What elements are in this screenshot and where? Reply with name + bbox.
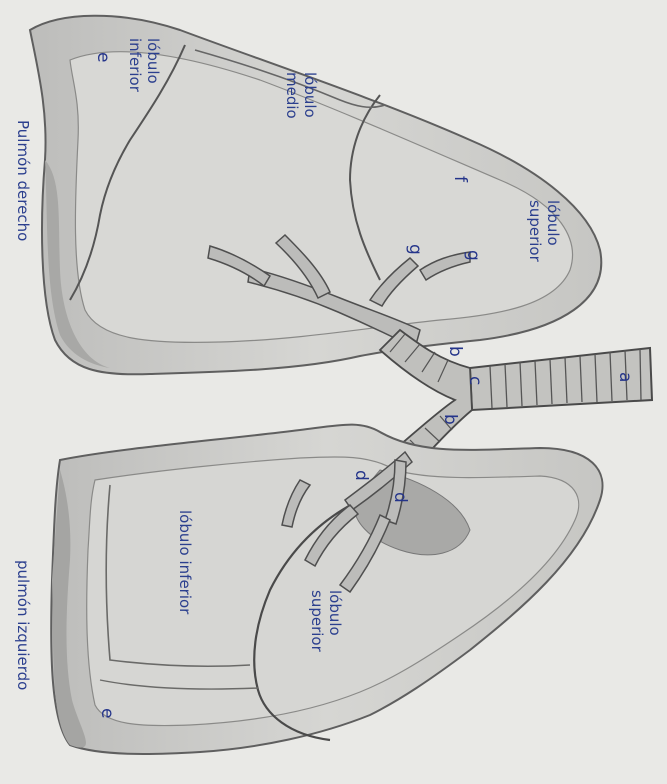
marker-g-2: g [463,250,483,261]
trachea [380,330,652,462]
right-superior-lobe-label-1: lóbulo [544,200,562,246]
right-lung-title: Pulmón derecho [14,120,32,241]
right-lung [30,16,601,375]
marker-d-left-2: d [390,492,410,503]
marker-g-1: g [405,244,425,255]
left-lung-title: pulmón izquierdo [14,560,32,690]
marker-f: f [450,176,470,183]
right-middle-lobe-label-2: medio [283,72,301,119]
right-middle-lobe-label-1: lóbulo [301,72,319,118]
marker-b-right: b [445,346,465,357]
marker-e-right: e [93,52,113,62]
left-superior-lobe-label-2: superior [308,590,326,653]
marker-b-left: b [440,414,460,425]
marker-e-left: e [97,708,117,718]
marker-a: a [615,372,635,382]
marker-d-left-1: d [351,470,371,481]
marker-c: c [465,376,485,385]
left-superior-lobe-label-1: lóbulo [326,590,344,636]
left-inferior-lobe-label: lóbulo inferior [176,510,194,615]
right-inferior-lobe-label-1: lóbulo [144,38,162,84]
right-superior-lobe-label-2: superior [526,200,544,263]
right-inferior-lobe-label-2: inferior [126,38,144,93]
